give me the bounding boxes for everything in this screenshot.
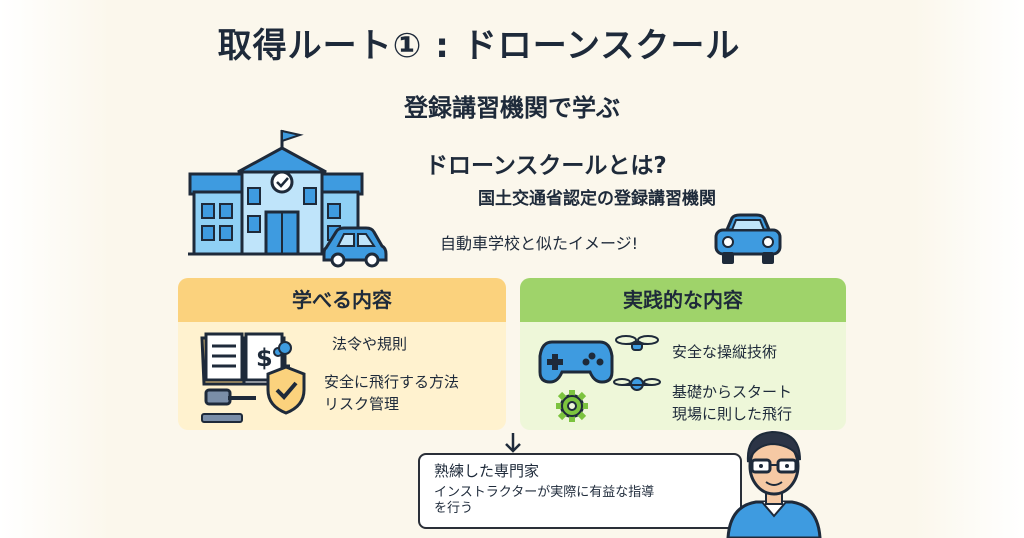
down-arrow-icon [503,432,523,454]
car-icon [712,212,784,268]
learn-panel: 学べる内容 $ [178,278,506,430]
instructor-avatar-icon [722,416,826,538]
expert-line: 熟練した専門家 [434,462,540,480]
learn-item: 安全に飛行する方法 [324,373,460,391]
gavel-icon [200,386,262,424]
car-icon [320,224,390,268]
gear-icon [554,388,590,424]
page-title: 取得ルート① : ドローンスクール [217,26,741,66]
expert-line: インストラクターが実際に有益な指導 [434,485,655,500]
expert-line: を行う [434,501,474,516]
page-subtitle: 登録講習機関で学ぶ [404,94,620,122]
practice-item: 安全な操縦技術 [672,343,778,361]
practice-item: 現場に則した飛行 [672,405,793,423]
about-definition: 国土交通省認定の登録講習機関 [478,189,716,209]
learn-item: 法令や規則 [332,335,408,353]
drone-icon [612,330,662,400]
about-analogy: 自動車学校と似たイメージ! [440,234,639,253]
practice-panel: 実践的な内容 [520,278,846,430]
expert-box: 熟練した専門家 インストラクターが実際に有益な指導 を行う [418,453,742,529]
svg-text:$: $ [256,344,273,372]
about-heading: ドローンスクールとは? [425,153,667,179]
school-building-icon [186,128,366,260]
practice-item: 基礎からスタート [672,383,793,401]
learn-item: リスク管理 [324,395,400,413]
practice-panel-header: 実践的な内容 [520,278,846,322]
learn-panel-header: 学べる内容 [178,278,506,322]
game-controller-icon [538,336,614,386]
shield-check-icon [264,364,308,416]
